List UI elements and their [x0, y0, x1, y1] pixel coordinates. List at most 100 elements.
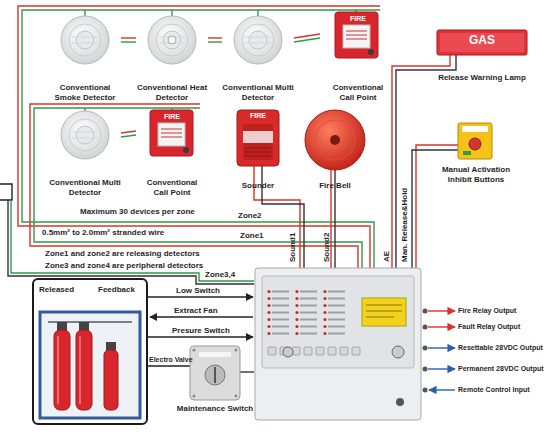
wire-strand	[208, 41, 222, 42]
maintenance-switch-icon	[190, 346, 240, 400]
control-panel	[283, 347, 293, 357]
device-tag: FIRE	[320, 14, 396, 24]
output-arrows	[423, 346, 428, 351]
inhibit-button-icon	[469, 138, 481, 150]
device-tag: FIRE	[222, 111, 294, 121]
device-tag: FIRE	[136, 112, 208, 122]
note-label: Presure Switch	[172, 326, 230, 336]
zone34-wires	[11, 200, 254, 281]
control-panel	[392, 346, 404, 358]
note-label: Zone1	[240, 231, 264, 241]
control-panel	[262, 276, 414, 368]
cylinder-illustration	[104, 350, 118, 410]
cylinder-illustration	[58, 336, 80, 404]
note-label: Extract Fan	[174, 306, 218, 316]
wire-label: Man. Release&Hold	[400, 188, 410, 262]
wire-strand	[294, 34, 320, 38]
control-panel	[366, 305, 402, 317]
maintenance-switch-icon	[235, 395, 238, 398]
wire-connector	[208, 38, 222, 42]
fire-bell-icon	[315, 120, 355, 160]
maintenance-switch-icon	[190, 346, 240, 400]
detector-node: Conventional Heat Detector	[136, 12, 208, 104]
device-tag: GAS	[432, 33, 532, 47]
inhibit-button-icon	[458, 123, 492, 159]
wire-strand	[208, 37, 222, 38]
control-panel	[255, 268, 421, 420]
wire-label: Sound1	[288, 233, 298, 262]
device-label: Maintenance Switch	[170, 404, 260, 414]
note-label: Zone3,4	[205, 270, 235, 280]
output-label: Permanent 28VDC Output	[458, 364, 544, 374]
output-arrows	[423, 309, 428, 314]
heat-detector-icon	[148, 16, 196, 64]
output-arrows	[429, 389, 455, 390]
note-label: Zone1 and zone2 are releasing detectors	[45, 249, 200, 259]
inhibit-button-icon	[462, 126, 488, 132]
smoke-detector-icon	[61, 16, 109, 64]
device-label: Feedback	[98, 285, 135, 295]
control-panel	[362, 298, 406, 326]
output-label: Resettable 28VDC Output	[458, 343, 543, 353]
output-arrows	[428, 368, 455, 369]
inhibit-button-icon	[458, 123, 492, 159]
multi-detector-icon	[61, 111, 109, 159]
maintenance-switch-icon	[193, 395, 196, 398]
zone2-wires	[22, 10, 380, 268]
cylinder-illustration	[40, 312, 140, 418]
note-label: Zone3 and zone4 are peripheral detectors	[45, 261, 203, 271]
wire-connector	[294, 34, 320, 42]
wire-strand	[121, 41, 136, 42]
device-label: Conventional Multi Detector	[222, 83, 294, 102]
cylinder-illustration	[54, 330, 70, 410]
control-panel	[396, 398, 404, 406]
maintenance-switch-icon	[214, 367, 216, 383]
device-label: Conventional Call Point	[327, 83, 389, 102]
signal-lines	[148, 336, 253, 337]
zone2-wires	[18, 6, 380, 268]
fire-bell-icon	[305, 110, 365, 170]
maintenance-switch-icon	[205, 365, 225, 385]
heat-sensor	[168, 36, 176, 44]
wire-connector	[121, 131, 136, 137]
control-panel	[266, 346, 362, 356]
sounder-icon	[243, 131, 273, 143]
call-point-node: FIRE Conventional Call Point	[136, 107, 208, 199]
note-label: Zone2	[238, 211, 262, 221]
output-label: Fault Relay Output	[458, 322, 520, 332]
maintenance-switch-icon	[193, 349, 196, 352]
device-label: Conventional Heat Detector	[136, 83, 208, 102]
output-arrows	[428, 326, 455, 327]
cylinder-box: ReleasedFeedback	[32, 278, 148, 425]
control-panel	[255, 268, 421, 420]
device-label: Release Warning Lamp	[432, 73, 532, 83]
output-arrows	[428, 310, 455, 311]
inhibit-button-icon	[463, 151, 471, 155]
device-label: Conventional Call Point	[141, 178, 203, 197]
output-arrows	[423, 388, 428, 393]
bell-node: Fire Bell	[295, 107, 375, 199]
device-label: Fire Bell	[295, 181, 375, 191]
output-wires	[392, 55, 450, 268]
sounder-icon	[245, 148, 271, 156]
wire-strand	[121, 135, 136, 137]
maintenance-switch-icon	[199, 352, 231, 357]
detector-node: Conventional Smoke Detector	[49, 12, 121, 104]
inhibit-node: Manual Activation Inhibit Buttons	[432, 120, 520, 192]
signal-lines	[150, 316, 253, 317]
wire-label: Sound2	[322, 233, 332, 262]
output-label: Fire Relay Output	[458, 306, 516, 316]
zone34-wires	[0, 184, 12, 200]
device-label: Conventional Smoke Detector	[49, 83, 121, 102]
output-label: Remote Control Input	[458, 385, 530, 395]
cylinder-illustration	[76, 330, 92, 410]
note-label: Electro Valve	[149, 355, 193, 365]
lamp-node: GAS Release Warning Lamp	[432, 28, 532, 84]
note-label: Low Switch	[176, 286, 220, 296]
output-arrows	[423, 309, 456, 393]
sounder-node: FIRESounder	[222, 107, 294, 199]
zone34-wires	[8, 200, 254, 284]
signal-lines	[148, 296, 253, 297]
